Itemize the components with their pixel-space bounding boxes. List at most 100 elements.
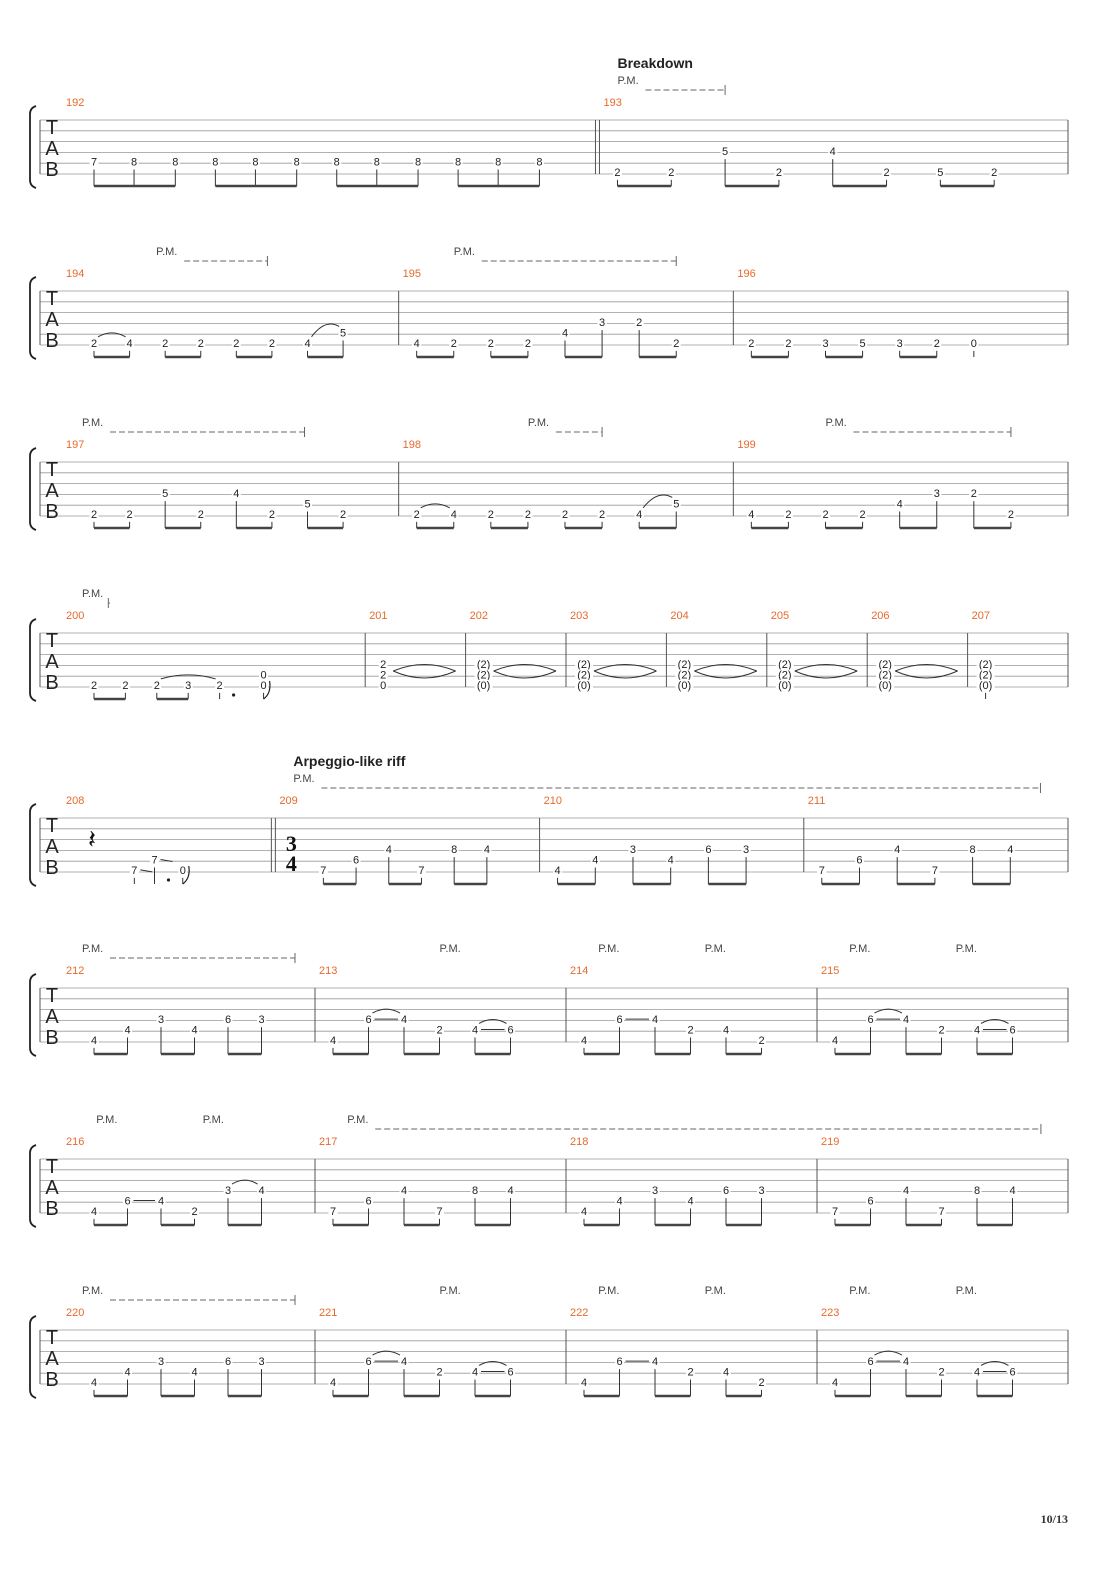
fret-number: 3 (822, 338, 828, 350)
bar-number: 215 (821, 965, 839, 977)
fret-number: 7 (418, 865, 424, 877)
tie-arc (231, 1179, 258, 1185)
fret-mask (720, 146, 730, 158)
fret-number: (2) (979, 659, 992, 671)
fret-mask (686, 1195, 695, 1207)
tie-arc (372, 1008, 401, 1014)
fret-mask (597, 508, 607, 520)
tab-clef-letter: B (45, 159, 58, 181)
fret-number: 4 (723, 1024, 729, 1036)
fret-mask (553, 864, 563, 876)
tab-clef-letter: B (45, 1027, 58, 1049)
fret-number: 3 (185, 680, 191, 692)
bar-number: 223 (821, 1307, 839, 1319)
fret-mask (482, 844, 492, 856)
fret-mask (378, 669, 388, 681)
fret-mask (150, 854, 160, 866)
fret-mask (858, 508, 868, 520)
fret-mask (1008, 1366, 1017, 1378)
bar-number: 207 (972, 610, 990, 622)
fret-mask (650, 1185, 660, 1197)
fret-mask (901, 1185, 911, 1197)
fret-mask (901, 1356, 911, 1368)
fret-mask (125, 337, 135, 349)
fret-mask (470, 1024, 480, 1036)
bar-number: 197 (66, 439, 84, 451)
fret-number: 2 (785, 509, 791, 521)
fret-mask (123, 1195, 132, 1207)
bar-number: 218 (570, 1136, 588, 1148)
fret-number: 2 (380, 659, 386, 671)
fret-mask (932, 488, 942, 500)
fret-number: 7 (91, 156, 97, 168)
fret-mask (968, 844, 978, 856)
fret-number: 6 (365, 1356, 371, 1368)
fret-number: 4 (401, 1014, 407, 1026)
fret-number: 0 (380, 680, 386, 692)
bar-number: 206 (871, 610, 889, 622)
fret-number: 7 (932, 865, 938, 877)
fret-mask (775, 669, 794, 681)
fret-number: 2 (599, 509, 605, 521)
fret-mask (1006, 508, 1016, 520)
fret-mask (930, 864, 940, 876)
fret-mask (560, 327, 570, 339)
fret-number: 6 (705, 844, 711, 856)
tie-arc (97, 332, 126, 338)
fret-mask (89, 679, 99, 691)
palm-mute-label: P.M. (82, 588, 103, 600)
fret-mask (866, 1356, 875, 1368)
fret-number: 2 (673, 338, 679, 350)
fret-number: 4 (91, 1377, 97, 1389)
fret-number: 2 (154, 680, 160, 692)
fret-number: 2 (687, 1366, 693, 1378)
fret-number: 8 (451, 844, 457, 856)
fret-mask (882, 166, 892, 178)
fret-mask (318, 864, 328, 876)
fret-number: (0) (778, 680, 791, 692)
fret-mask (89, 508, 99, 520)
fret-mask (412, 337, 422, 349)
fret-number: 4 (472, 1024, 478, 1036)
fret-mask (666, 166, 676, 178)
swell-arc (593, 670, 657, 679)
tie-arc (420, 503, 450, 509)
fret-mask (399, 1185, 409, 1197)
tie-arc (642, 494, 673, 509)
fret-number: 8 (294, 156, 300, 168)
fret-number: (2) (778, 659, 791, 671)
fret-number: 4 (330, 1035, 336, 1047)
palm-mute-label: P.M. (454, 246, 475, 258)
fret-mask (223, 1356, 233, 1368)
bar-number: 219 (821, 1136, 839, 1148)
fret-number: 6 (867, 1195, 873, 1207)
fret-mask (721, 1366, 731, 1378)
system-bracket (29, 1144, 37, 1228)
fret-number: 4 (974, 1024, 980, 1036)
bar-number: 211 (808, 795, 826, 807)
fret-number: 2 (822, 509, 828, 521)
fret-number: (0) (878, 680, 891, 692)
bar-number: 222 (570, 1307, 588, 1319)
fret-mask (969, 488, 979, 500)
tie-arc (980, 1360, 1009, 1366)
fret-number: 4 (386, 844, 392, 856)
fret-number: 4 (832, 1377, 838, 1389)
fret-number: 8 (495, 156, 501, 168)
swell-arc (694, 670, 758, 679)
fret-number: 4 (555, 865, 561, 877)
fret-mask (449, 844, 459, 856)
fret-number: 4 (1007, 844, 1013, 856)
fret-mask (1008, 1185, 1017, 1197)
fret-number: 4 (592, 854, 598, 866)
fret-number: 2 (414, 509, 420, 521)
fret-number: 8 (472, 1185, 478, 1197)
fret-number: 4 (748, 509, 754, 521)
fret-mask (895, 498, 905, 510)
fret-mask (223, 1185, 233, 1197)
fret-mask (129, 156, 139, 168)
palm-mute-label: P.M. (705, 943, 726, 955)
fret-mask (129, 864, 139, 876)
